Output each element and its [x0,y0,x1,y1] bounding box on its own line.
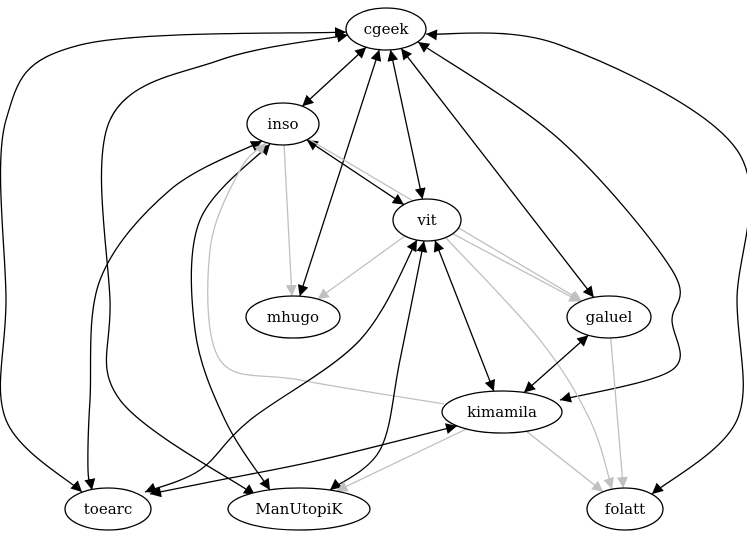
node-toearc-shape [64,487,152,531]
node-inso: inso [246,102,320,146]
edge-inso-toearc [84,140,263,491]
node-cgeek-label: cgeek [364,20,410,38]
edge-cgeek-folatt [425,29,747,495]
node-galuel-shape [566,295,652,339]
node-ManUtopiK-shape [227,487,371,531]
edge-cgeek-galuel [400,48,595,298]
edge-kimamila-toearc [149,423,458,498]
edge-vit-mhugo [317,235,406,300]
node-kimamila-shape [441,390,563,434]
edge-kimamila-ManUtopiK [336,428,467,492]
node-vit-label: vit [416,211,436,229]
edge-inso-mhugo [283,144,297,297]
edge-kimamila-folatt [525,430,604,493]
edge-cgeek-inso [301,46,367,107]
edge-vit-ManUtopiK [329,240,428,491]
node-mhugo-label: mhugo [267,308,319,326]
node-folatt-shape [586,487,664,531]
node-galuel-label: galuel [586,308,633,326]
edge-galuel-folatt [610,337,628,489]
edge-cgeek-ManUtopiK [100,31,349,496]
node-ManUtopiK-label: ManUtopiK [255,500,343,518]
edge-inso-vit [306,139,405,206]
edge-vit-kimamila [433,240,495,392]
edge-vit-galuel [452,233,581,303]
edge-vit-folatt [445,237,614,490]
node-inso-label: inso [267,115,298,133]
node-cgeek: cgeek [345,7,427,51]
edge-cgeek-vit [387,49,426,200]
node-inso-shape [246,102,320,146]
node-mhugo: mhugo [245,295,341,339]
node-folatt-label: folatt [605,500,645,518]
node-kimamila: kimamila [441,390,563,434]
node-folatt: folatt [586,487,664,531]
node-galuel: galuel [566,295,652,339]
edge-cgeek-toearc [0,27,347,493]
node-kimamila-label: kimamila [467,403,537,421]
edge-kimamila-inso [207,142,445,405]
edge-galuel-kimamila [523,334,589,393]
node-layer: cgeek inso vit mhugo galuel kimamila toearc Man… [64,7,664,531]
node-toearc: toearc [64,487,152,531]
edge-vit-toearc [144,239,418,494]
node-mhugo-shape [245,295,341,339]
edge-layer [0,27,747,498]
edge-cgeek-mhugo [297,49,382,297]
node-vit-shape [392,198,462,242]
node-vit: vit [392,198,462,242]
node-toearc-label: toearc [84,500,132,518]
node-cgeek-shape [345,7,427,51]
node-ManUtopiK: ManUtopiK [227,487,371,531]
